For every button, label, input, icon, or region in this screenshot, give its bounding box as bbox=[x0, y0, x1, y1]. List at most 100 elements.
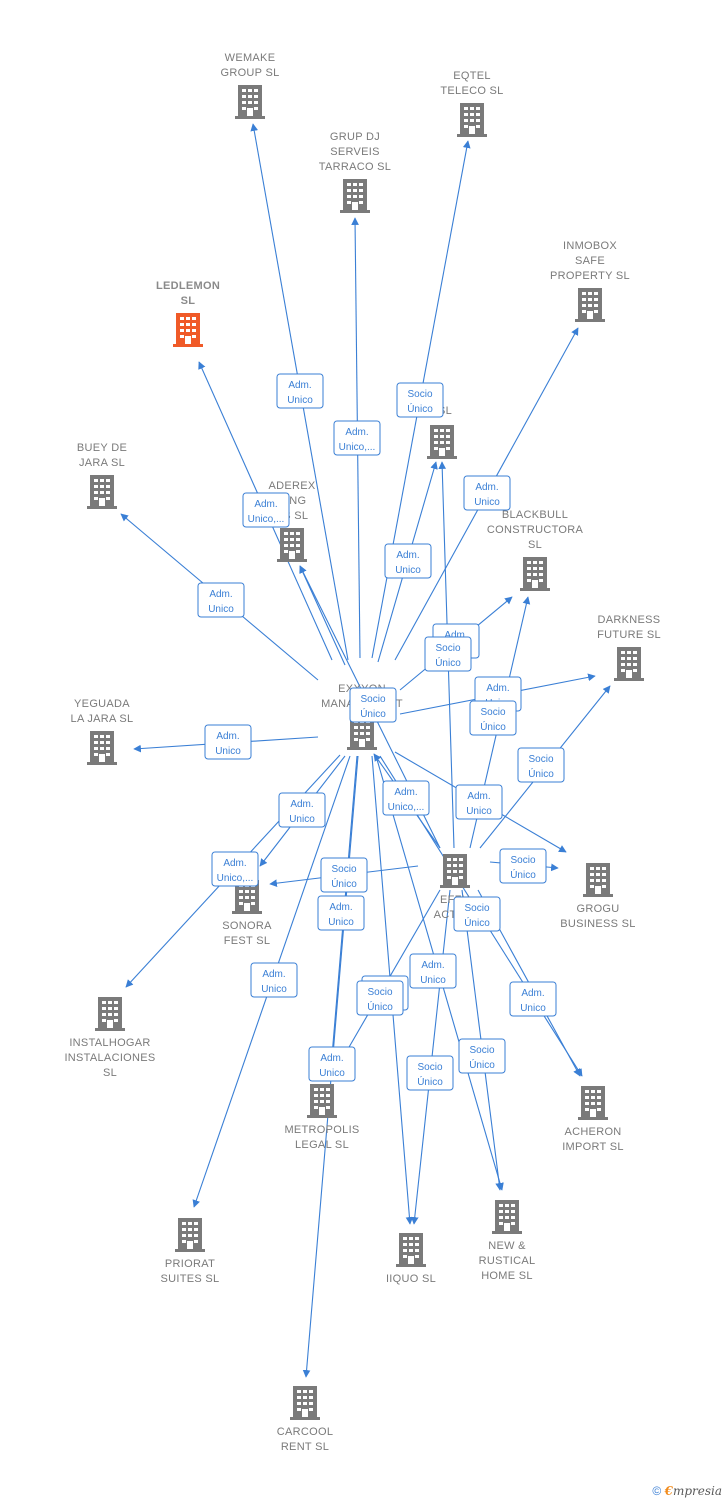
edge-label-text: Único bbox=[469, 1058, 495, 1071]
edge-label-text: Unico bbox=[466, 806, 492, 817]
node-label: GROGU bbox=[576, 903, 619, 915]
edge-label-box bbox=[458, 1038, 506, 1074]
building-icon bbox=[173, 313, 203, 347]
node-carcool[interactable]: CARCOOL RENT SL bbox=[277, 1386, 334, 1453]
node-label: LEDLEMON bbox=[156, 280, 220, 292]
edge-label-exxyon-yeguada[interactable]: Adm.Unico bbox=[204, 724, 252, 760]
node-label: CARCOOL bbox=[277, 1426, 334, 1438]
building-icon bbox=[277, 528, 307, 562]
node-label: TELECO SL bbox=[440, 85, 503, 97]
edge-label-text: Unico bbox=[287, 395, 313, 406]
node-label: RENT SL bbox=[281, 1441, 329, 1453]
edge-label-box bbox=[308, 1046, 356, 1082]
edge-label-text: Socio bbox=[407, 389, 432, 400]
edge-label-text: Adm. bbox=[486, 683, 509, 694]
building-icon bbox=[440, 854, 470, 888]
edge-label-text: Unico bbox=[474, 497, 500, 508]
edge-label-exxyon-inmobox[interactable]: Adm.Unico bbox=[463, 475, 511, 511]
edge-label-exxyon-metropolis[interactable]: Adm.Unico bbox=[308, 1046, 356, 1082]
edge-label-text: Socio bbox=[464, 903, 489, 914]
node-label: PROPERTY SL bbox=[550, 270, 630, 282]
edge-label-text: Socio bbox=[331, 864, 356, 875]
empresia-logo[interactable]: €mpresia bbox=[664, 1484, 722, 1498]
edge-label-text: Socio bbox=[417, 1062, 442, 1073]
node-label: PRIORAT bbox=[165, 1258, 215, 1270]
edge-label-exxyon-bueydejara[interactable]: Adm.Unico bbox=[197, 582, 245, 618]
node-label: IIQUO SL bbox=[386, 1273, 436, 1285]
edge-label-box bbox=[455, 784, 503, 820]
edge-label-exxyon-sports[interactable]: Adm.Unico bbox=[384, 543, 432, 579]
edge-label-text: Único bbox=[480, 720, 506, 733]
node-label: YEGUADA bbox=[74, 698, 130, 710]
node-label: SAFE bbox=[575, 255, 605, 267]
edge-label-exxyon-grupdj[interactable]: Adm.Unico,... bbox=[333, 420, 381, 456]
edge-label-exxyon-carcool[interactable]: Adm.Unico bbox=[317, 895, 365, 931]
node-label: IMPORT SL bbox=[562, 1141, 624, 1153]
edge-label-exxyon-grogu[interactable]: Adm.Unico bbox=[455, 784, 503, 820]
edge-label-text: Socio bbox=[469, 1045, 494, 1056]
edge-label-text: Adm. bbox=[216, 731, 239, 742]
node-label: SL bbox=[103, 1067, 117, 1079]
node-label: INSTALHOGAR bbox=[69, 1037, 150, 1049]
edge-label-exxyon-instalhogar[interactable]: Adm.Unico,... bbox=[211, 851, 259, 887]
edge-label-box bbox=[453, 896, 501, 932]
edge-label-text: Adm. bbox=[320, 1053, 343, 1064]
edge-label-text: Adm. bbox=[329, 902, 352, 913]
edge-label-text: Único bbox=[407, 402, 433, 415]
edge-label-box bbox=[320, 857, 368, 893]
edge-label-box bbox=[197, 582, 245, 618]
node-label: SUITES SL bbox=[161, 1273, 220, 1285]
edge-label-text: Socio bbox=[360, 694, 385, 705]
node-label: WEMAKE bbox=[225, 52, 276, 64]
node-label: CONSTRUCTORA bbox=[487, 524, 584, 536]
node-label: RUSTICAL bbox=[479, 1255, 536, 1267]
edge-label-exxyon-priorat[interactable]: Adm.Unico bbox=[250, 962, 298, 998]
edge-label-exxyon-sonora[interactable]: Adm.Unico bbox=[278, 792, 326, 828]
building-icon bbox=[427, 425, 457, 459]
node-label: METROPOLIS bbox=[284, 1124, 359, 1136]
edge-label-effu-exxyon[interactable]: Adm.Unico,... bbox=[382, 780, 430, 816]
node-iiquo[interactable]: IIQUO SL bbox=[386, 1233, 436, 1285]
edge-label-exxyon-ledlemon[interactable]: Adm.Unico,... bbox=[242, 492, 290, 528]
edge-label-exxyon-acheron[interactable]: Adm.Unico bbox=[509, 981, 557, 1017]
edge-label-text: Único bbox=[435, 656, 461, 669]
edge-label-exxyon-wemake[interactable]: Adm. Unico bbox=[276, 373, 324, 409]
edge-label-text: Unico,... bbox=[217, 873, 254, 884]
edge-label-text: Socio bbox=[367, 987, 392, 998]
edge-label-text: Adm. bbox=[288, 380, 311, 391]
edge-label-text: Adm. bbox=[396, 550, 419, 561]
edge-label-box bbox=[211, 851, 259, 887]
edge-label-text: Unico bbox=[261, 984, 287, 995]
edge-exxyon-aderex bbox=[299, 565, 346, 666]
node-priorat[interactable]: PRIORAT SUITES SL bbox=[161, 1218, 220, 1285]
edge-label-exxyon-newrustical[interactable]: Adm.Unico bbox=[409, 953, 457, 989]
edge-label-box bbox=[384, 543, 432, 579]
